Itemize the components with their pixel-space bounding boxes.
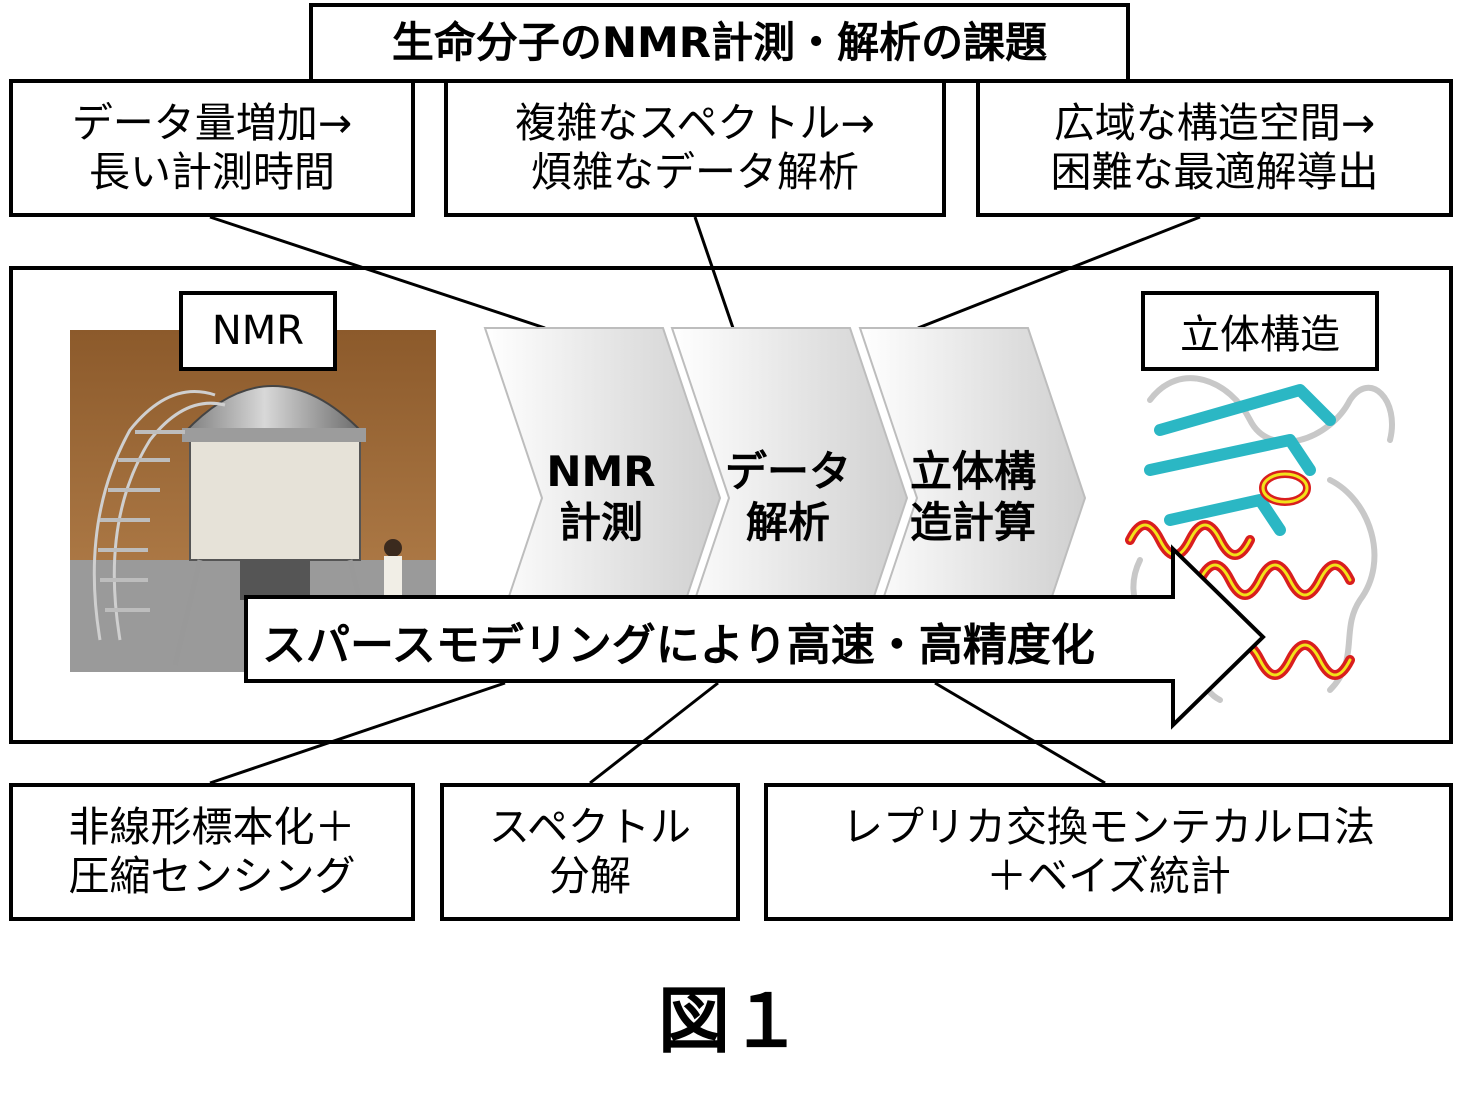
issue-box-structure-space: 広域な構造空間→ 困難な最適解導出	[976, 79, 1453, 217]
speedup-banner-text: スパースモデリングにより高速・高精度化	[262, 620, 1095, 671]
figure-caption: 図１	[657, 979, 802, 1063]
issue-line: 困難な最適解導出	[1050, 148, 1379, 196]
step-line: NMR	[546, 447, 656, 496]
step-line: 解析	[745, 498, 830, 548]
issue-line: 広域な構造空間→	[1053, 98, 1376, 147]
issue-line: 煩雑なデータ解析	[531, 148, 859, 196]
step-line: 立体構	[909, 447, 1036, 496]
method-line: 圧縮センシング	[68, 852, 356, 900]
speedup-arrow	[244, 544, 1266, 730]
connector-method-3	[934, 681, 1106, 785]
step-nmr-measurement: NMR 計測	[516, 446, 686, 548]
method-box-replica-exchange: レプリカ交換モンテカルロ法 ＋ベイズ統計	[764, 783, 1453, 921]
method-line: 分解	[549, 852, 631, 900]
issue-line: 長い計測時間	[89, 148, 335, 196]
step-structure-calculation: 立体構 造計算	[888, 446, 1058, 548]
step-line: 計測	[558, 498, 643, 548]
method-line: 非線形標本化＋	[68, 802, 356, 851]
connector-method-1	[209, 681, 506, 785]
connector-issue-3	[917, 215, 1201, 330]
protein-structure-image	[1125, 375, 1395, 703]
diagram-title: 生命分子のNMR計測・解析の課題	[309, 3, 1130, 83]
nmr-label: NMR	[179, 291, 337, 371]
issue-box-data-volume: データ量増加→ 長い計測時間	[9, 79, 415, 217]
step-line: 造計算	[909, 498, 1036, 548]
diagram-title-text: 生命分子のNMR計測・解析の課題	[391, 17, 1048, 67]
connector-issue-1	[209, 215, 546, 330]
nmr-label-text: NMR	[211, 308, 305, 354]
structure-label-text: 立体構造	[1180, 312, 1340, 358]
method-line: スペクトル	[488, 802, 692, 851]
issue-line: 複雑なスペクトル→	[515, 98, 875, 147]
method-line: ＋ベイズ統計	[986, 852, 1231, 900]
step-data-analysis: データ 解析	[703, 446, 873, 548]
method-line: レプリカ交換モンテカルロ法	[842, 802, 1375, 851]
method-box-compressed-sensing: 非線形標本化＋ 圧縮センシング	[9, 783, 415, 921]
step-line: データ	[724, 447, 851, 496]
structure-label: 立体構造	[1141, 291, 1379, 371]
connector-issue-2	[693, 216, 735, 329]
connector-method-2	[589, 681, 719, 785]
issue-line: データ量増加→	[71, 98, 353, 147]
method-box-spectral-decomposition: スペクトル 分解	[440, 783, 740, 921]
issue-box-complex-spectrum: 複雑なスペクトル→ 煩雑なデータ解析	[444, 79, 946, 217]
